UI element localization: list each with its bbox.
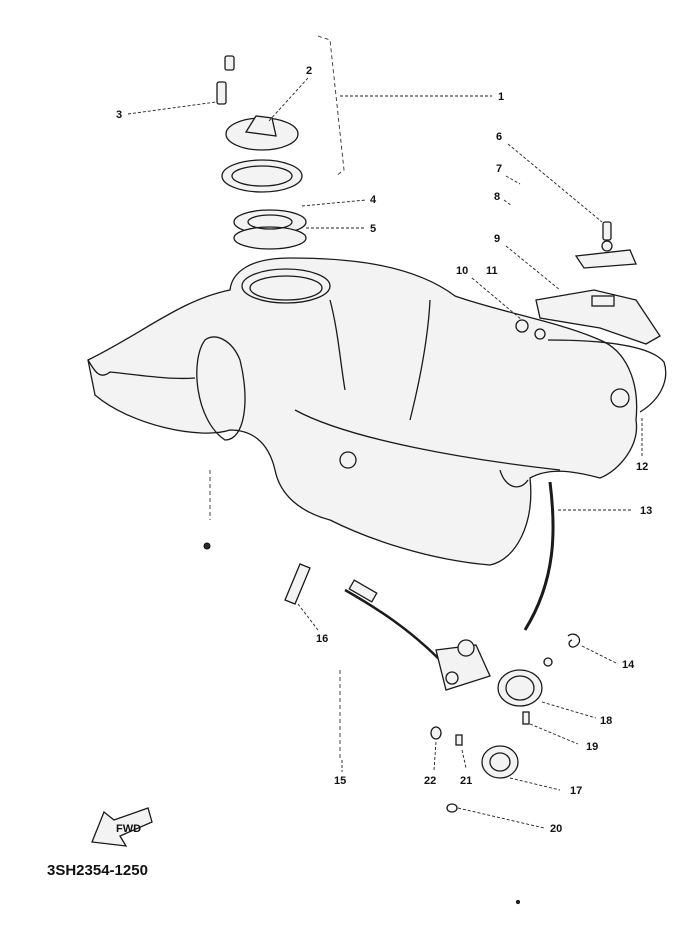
callout-11: 11 xyxy=(486,265,498,277)
callout-13: 13 xyxy=(640,505,652,517)
callout-8: 8 xyxy=(494,191,500,203)
callout-19: 19 xyxy=(586,741,598,753)
mount-bracket-parts xyxy=(515,221,661,345)
forward-arrow-icon: FWD xyxy=(91,807,153,847)
hose-clip xyxy=(284,563,311,605)
callout-9: 9 xyxy=(494,233,500,245)
callout-17: 17 xyxy=(570,785,582,797)
callout-18: 18 xyxy=(600,715,612,727)
callout-12: 12 xyxy=(636,461,648,473)
drain-hose xyxy=(523,481,555,631)
fuel-cock-assembly xyxy=(339,579,581,813)
fuel-tank-body xyxy=(87,257,638,566)
callout-10: 10 xyxy=(456,265,468,277)
callout-16: 16 xyxy=(316,633,328,645)
callout-15: 15 xyxy=(334,775,346,787)
callout-5: 5 xyxy=(370,223,376,235)
callout-labels: 1 2 3 4 5 6 7 8 9 10 11 12 13 14 15 16 1… xyxy=(116,65,652,835)
callout-6: 6 xyxy=(496,131,502,143)
callout-1: 1 xyxy=(498,91,504,103)
callout-22: 22 xyxy=(424,775,436,787)
callout-21: 21 xyxy=(460,775,472,787)
callout-4: 4 xyxy=(370,194,377,206)
breather-hose xyxy=(547,339,667,413)
callout-20: 20 xyxy=(550,823,562,835)
callout-7: 7 xyxy=(496,163,502,175)
callout-3: 3 xyxy=(116,109,122,121)
svg-text:FWD: FWD xyxy=(116,823,141,835)
fuel-cap-assembly xyxy=(216,35,345,250)
callout-2: 2 xyxy=(306,65,312,77)
diagram-part-number: 3SH2354-1250 xyxy=(47,862,148,879)
callout-14: 14 xyxy=(622,659,635,671)
leader-lines xyxy=(127,77,643,829)
